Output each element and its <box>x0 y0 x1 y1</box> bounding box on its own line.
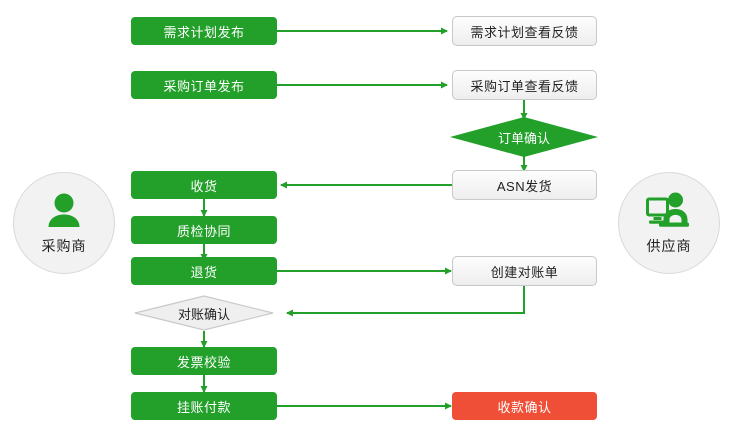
actor-buyer: 采购商 <box>13 172 115 274</box>
node-label: 对账确认 <box>177 306 230 322</box>
node-receive-goods[interactable]: 收货 <box>131 171 277 199</box>
node-label: 质检协同 <box>176 223 231 239</box>
node-po-publish[interactable]: 采购订单发布 <box>131 71 277 99</box>
node-receipt-confirm[interactable]: 收款确认 <box>452 392 597 420</box>
edge-statement-to-confirm <box>286 285 525 317</box>
node-label: 采购订单查看反馈 <box>470 78 579 94</box>
node-label: 订单确认 <box>497 130 550 146</box>
node-label: 发票校验 <box>176 354 231 370</box>
node-demand-plan-feedback[interactable]: 需求计划查看反馈 <box>452 16 597 46</box>
node-po-feedback[interactable]: 采购订单查看反馈 <box>452 70 597 100</box>
node-label: 需求计划查看反馈 <box>470 24 579 40</box>
actor-supplier-label: 供应商 <box>646 237 692 254</box>
node-label: 采购订单发布 <box>163 78 245 94</box>
node-label: ASN发货 <box>496 178 553 194</box>
person-icon <box>48 193 80 227</box>
node-quality-collab[interactable]: 质检协同 <box>131 216 277 244</box>
node-order-confirm[interactable]: 订单确认 <box>450 117 598 157</box>
node-invoice-check[interactable]: 发票校验 <box>131 347 277 375</box>
node-label: 收款确认 <box>497 399 552 415</box>
person-at-computer-icon <box>646 192 689 227</box>
actor-buyer-label: 采购商 <box>41 237 87 254</box>
node-label: 退货 <box>190 264 218 280</box>
node-label: 需求计划发布 <box>163 24 245 40</box>
node-create-statement[interactable]: 创建对账单 <box>452 256 597 286</box>
node-payable-payment[interactable]: 挂账付款 <box>131 392 277 420</box>
actor-supplier: 供应商 <box>618 172 720 274</box>
node-statement-confirm[interactable]: 对账确认 <box>134 295 274 331</box>
node-asn-ship[interactable]: ASN发货 <box>452 170 597 200</box>
node-return-goods[interactable]: 退货 <box>131 257 277 285</box>
node-label: 收货 <box>190 178 218 194</box>
diamond-shape <box>134 295 274 331</box>
diamond-shape <box>450 117 598 157</box>
node-label: 创建对账单 <box>490 264 559 280</box>
node-label: 挂账付款 <box>176 399 231 415</box>
node-demand-plan-publish[interactable]: 需求计划发布 <box>131 17 277 45</box>
